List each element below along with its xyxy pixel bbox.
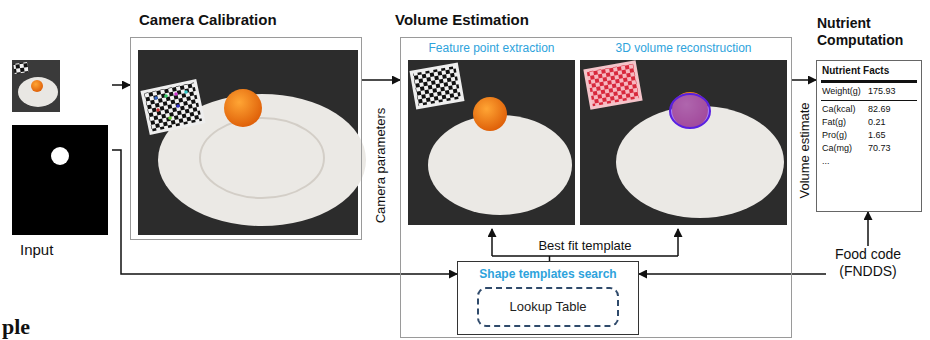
input-group: Input <box>8 55 112 265</box>
checkerboard-overlay <box>585 62 641 108</box>
input-photo <box>12 60 60 112</box>
arrow-label: Best fit template <box>492 238 678 253</box>
orange <box>473 97 507 131</box>
photo-ground <box>580 60 787 225</box>
bracket-arrow <box>677 229 679 256</box>
volume-overlay <box>670 94 710 128</box>
nutrient-facts-box: Nutrient ComputationNutrient FactsWeight… <box>816 60 922 212</box>
flow-arrow <box>867 212 869 246</box>
nutrient-name: Ca(kcal) <box>822 104 868 115</box>
box-heading: Volume Estimation <box>395 11 529 29</box>
facts-row: Pro(g)1.65 <box>817 129 921 142</box>
image-caption: 3D volume reconstruction <box>580 41 787 55</box>
bracket-arrow <box>491 229 493 256</box>
facts-title: Nutrient Facts <box>817 61 921 78</box>
template-search-box: Shape templates searchLookup Table <box>457 261 639 335</box>
mask-blob <box>51 147 69 165</box>
photo-ground <box>408 60 575 225</box>
facts-row: Fat(g)0.21 <box>817 116 921 129</box>
input-mask <box>12 125 108 235</box>
nutrient-value: 82.69 <box>868 104 891 115</box>
corner-dot <box>164 94 168 98</box>
facts-row: Ca(mg)70.73 <box>817 142 921 155</box>
food-code-label: Food code (FNDDS) <box>826 246 910 280</box>
nutrient-value: 1.65 <box>868 130 886 141</box>
nutrient-name: Weight(g) <box>822 86 868 97</box>
flow-arrow <box>639 273 826 275</box>
flow-arrow <box>792 79 816 81</box>
calibration-photo <box>138 50 366 235</box>
reconstruction-photo <box>580 60 787 225</box>
plate <box>428 115 572 215</box>
volume-box: Volume EstimationShape templates searchL… <box>400 37 792 338</box>
lookup-table-box: Lookup Table <box>477 287 619 327</box>
input-caption: Input <box>20 241 53 259</box>
calibration-box: Camera Calibration <box>130 37 362 240</box>
feature-photo <box>408 60 575 225</box>
nutrient-value: 0.21 <box>868 117 886 128</box>
edge-label: Camera parameters <box>373 107 388 223</box>
checkerboard <box>13 62 28 74</box>
nutrient-name: Ca(mg) <box>822 143 868 154</box>
cut-heading: ple <box>2 316 62 338</box>
flow-arrow <box>362 79 400 81</box>
nutrient-value: 70.73 <box>868 143 891 154</box>
nutrient-name: Fat(g) <box>822 117 868 128</box>
orange <box>224 89 262 127</box>
photo-ground <box>12 60 60 112</box>
corner-dot <box>168 116 172 120</box>
checkerboard <box>411 64 463 107</box>
facts-row: Weight(g)175.93 <box>817 85 921 98</box>
mask-ground <box>12 125 108 235</box>
nutrient-name: Pro(g) <box>822 130 868 141</box>
panel-heading: Nutrient Computation <box>817 15 923 49</box>
nutrient-value: 175.93 <box>868 86 896 97</box>
flow-arrow <box>112 84 130 86</box>
box-title: Lookup Table <box>509 289 586 324</box>
facts-rule <box>821 80 917 83</box>
best-fit-arrows <box>492 229 678 261</box>
flow-arrow <box>112 150 457 274</box>
corner-dot <box>174 92 178 96</box>
corner-dot <box>156 108 160 112</box>
edge-label: Volume estimate <box>796 102 811 198</box>
orange <box>31 80 43 92</box>
corner-dot <box>154 96 158 100</box>
nutrient-name: ... <box>822 156 868 167</box>
plate <box>18 77 58 107</box>
facts-row: ... <box>817 155 921 168</box>
corner-dot <box>184 90 188 94</box>
box-title: Shape templates search <box>479 267 616 281</box>
corner-dot <box>176 104 180 108</box>
image-caption: Feature point extraction <box>408 41 575 55</box>
facts-row: Ca(kcal)82.69 <box>817 103 921 116</box>
food-code-text: Food code (FNDDS) <box>826 246 910 286</box>
checkerboard <box>142 81 204 133</box>
plate-rim <box>200 118 324 198</box>
facts-rule <box>821 100 917 101</box>
box-heading: Camera Calibration <box>139 11 277 29</box>
